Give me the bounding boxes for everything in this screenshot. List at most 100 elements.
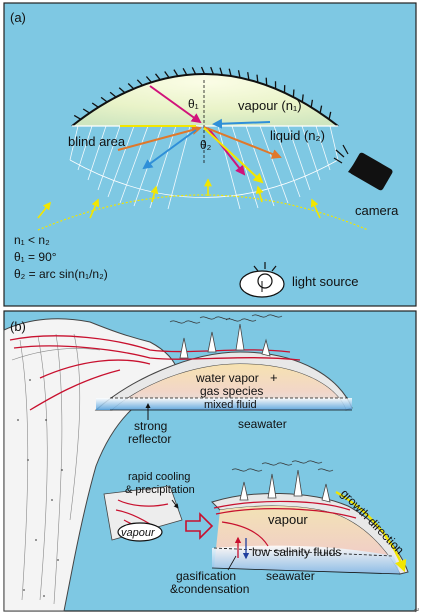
ceiling-hatch	[100, 96, 108, 103]
small-vapour-bubble	[117, 522, 163, 542]
chimney-dot	[35, 539, 37, 541]
blind-area-label: blind area	[68, 134, 126, 149]
blind-area-boundary	[69, 159, 339, 198]
ceiling-hatch	[200, 66, 206, 75]
ceiling-hatch	[292, 89, 295, 98]
ceiling-hatch	[237, 70, 241, 78]
corner-mark: ↵	[413, 606, 420, 615]
camera-label: camera	[355, 203, 399, 218]
lower-low-salinity	[212, 545, 400, 574]
gasification-pointer	[227, 555, 237, 571]
ceiling-hatch	[127, 83, 135, 90]
gasification-label: gasification	[176, 569, 236, 583]
chimney-dot	[29, 379, 31, 381]
ceiling-hatch	[219, 67, 223, 76]
ceiling-hatch-marks	[73, 66, 332, 120]
vapour-big-label: vapour	[268, 512, 308, 527]
ceiling-hatch	[247, 72, 250, 80]
chimney-texture-line	[37, 335, 48, 601]
ray-yellow-right	[203, 127, 264, 184]
light-ray-arrows	[37, 178, 321, 219]
chimney-dots	[17, 379, 63, 597]
chimney-dot	[45, 419, 47, 421]
ceiling-hatch	[73, 114, 82, 120]
rapid-cooling-label: rapid cooling	[128, 471, 190, 483]
strong-label: strong	[134, 419, 167, 433]
upper-plumes	[169, 314, 283, 324]
panel-b-label: (b)	[10, 319, 26, 334]
panel-b: (b) water vapor + gas species mi	[3, 310, 417, 612]
theta1-label: θ₁	[188, 97, 199, 111]
ceiling-hatch	[301, 94, 304, 103]
ceiling-hatch	[118, 87, 126, 94]
chimney-texture-line	[19, 339, 29, 601]
precipitation-label: & precipitation	[125, 484, 195, 496]
ray-blue-top	[212, 118, 271, 129]
chimney-dot	[61, 469, 63, 471]
chimney-dot	[43, 595, 45, 597]
ceiling-hatch	[256, 74, 259, 83]
gas-species-label: gas species	[200, 384, 263, 398]
chimney-dot	[27, 459, 29, 461]
seawater-bottom-label: seawater	[266, 569, 315, 583]
vapour-label: vapour (n₁)	[238, 98, 302, 113]
incident-ray-magenta	[149, 85, 202, 124]
ceiling-hatch	[136, 79, 143, 86]
theta2-label: θ₂	[200, 138, 212, 152]
ceiling-hatch	[228, 68, 232, 77]
ceiling-hatch	[173, 69, 179, 77]
equation-1: n₁ < n₂	[14, 233, 50, 247]
transition-arrow	[185, 512, 214, 540]
ceiling-hatch	[319, 105, 323, 114]
panel-a-background	[3, 2, 417, 307]
lower-plumes	[231, 460, 334, 472]
refracted-ray-magenta	[207, 127, 246, 176]
lower-bottom-line	[211, 567, 401, 575]
chimney-dot	[17, 419, 19, 421]
equation-2: θ₁ = 90°	[14, 250, 57, 264]
upper-mixed-fluid	[96, 398, 352, 410]
lower-spires	[239, 469, 331, 503]
chimney-texture-line	[69, 333, 81, 521]
water-vapor-label: water vapor	[195, 371, 259, 385]
ray-orange-right	[203, 126, 282, 159]
ceiling-hatch	[182, 67, 188, 76]
ceiling-hatch	[154, 73, 161, 81]
light-arc	[37, 194, 369, 231]
lower-conduits	[213, 500, 357, 547]
ceiling-hatch	[265, 77, 268, 86]
vapour-small-label: vapour	[121, 527, 156, 539]
reflector-label: reflector	[128, 432, 171, 446]
upper-spires	[179, 323, 271, 359]
upper-conduits	[9, 335, 301, 411]
light-source-icon	[239, 262, 285, 298]
ceiling-hatch	[82, 108, 90, 114]
camera-icon	[333, 144, 393, 191]
chimney-texture-line	[11, 348, 101, 361]
chimney-dot	[51, 499, 53, 501]
plus-label: +	[270, 370, 278, 385]
ceiling-hatch	[310, 99, 314, 108]
ray-blue-left	[142, 129, 197, 170]
low-salinity-label: low salinity fluids	[252, 545, 341, 559]
chimney-texture	[11, 333, 101, 605]
chimney-dot	[57, 559, 59, 561]
ceiling-hatch	[210, 66, 215, 75]
light-source-label: light source	[292, 274, 358, 289]
ceiling-hatch	[145, 76, 152, 83]
rapid-cooling-arrow	[171, 499, 179, 509]
liquid-label: liquid (n₂)	[270, 128, 325, 143]
panel-a: (a)	[3, 2, 417, 307]
equation-3: θ₂ = arc sin(n₁/n₂)	[14, 267, 108, 281]
chimney-texture-line	[53, 333, 63, 605]
panel-a-label: (a)	[10, 10, 26, 25]
ceiling-hatch	[91, 102, 99, 108]
ceiling-hatch	[328, 111, 332, 120]
ceiling-hatch	[164, 71, 170, 79]
reflected-ray-orange	[117, 125, 202, 151]
ceiling-hatch	[109, 91, 117, 98]
chimney-dot	[23, 589, 25, 591]
mixed-fluid-label: mixed fluid	[204, 399, 257, 411]
seawater-top-label: seawater	[238, 417, 287, 431]
